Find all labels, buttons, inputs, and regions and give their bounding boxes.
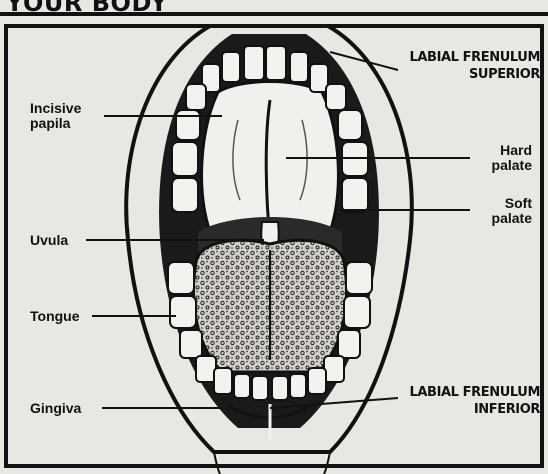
label-incisive-papilla-line2: papila (30, 116, 120, 131)
label-incisive-papilla: Incisive papila (30, 101, 120, 131)
label-labial-frenulum-inferior: LABIAL FRENULUM INFERIOR (390, 384, 540, 418)
chin-lines (214, 452, 330, 474)
label-incisive-papilla-line1: Incisive (30, 101, 120, 116)
label-hard-palate-line2: palate (440, 158, 532, 173)
label-soft-palate: Soft palate (440, 196, 532, 226)
label-labial-frenulum-superior-line1: LABIAL FRENULUM (390, 49, 540, 66)
label-labial-frenulum-inferior-line1: LABIAL FRENULUM (390, 384, 540, 401)
label-labial-frenulum-inferior-line2: INFERIOR (390, 401, 540, 418)
label-soft-palate-line1: Soft (440, 196, 532, 211)
label-hard-palate-line1: Hard (440, 143, 532, 158)
label-tongue: Tongue (30, 309, 100, 324)
label-soft-palate-line2: palate (440, 211, 532, 226)
label-uvula: Uvula (30, 233, 100, 248)
label-gingiva: Gingiva (30, 401, 110, 416)
label-labial-frenulum-superior: LABIAL FRENULUM SUPERIOR (390, 49, 540, 83)
label-labial-frenulum-superior-line2: SUPERIOR (390, 66, 540, 83)
label-hard-palate: Hard palate (440, 143, 532, 173)
